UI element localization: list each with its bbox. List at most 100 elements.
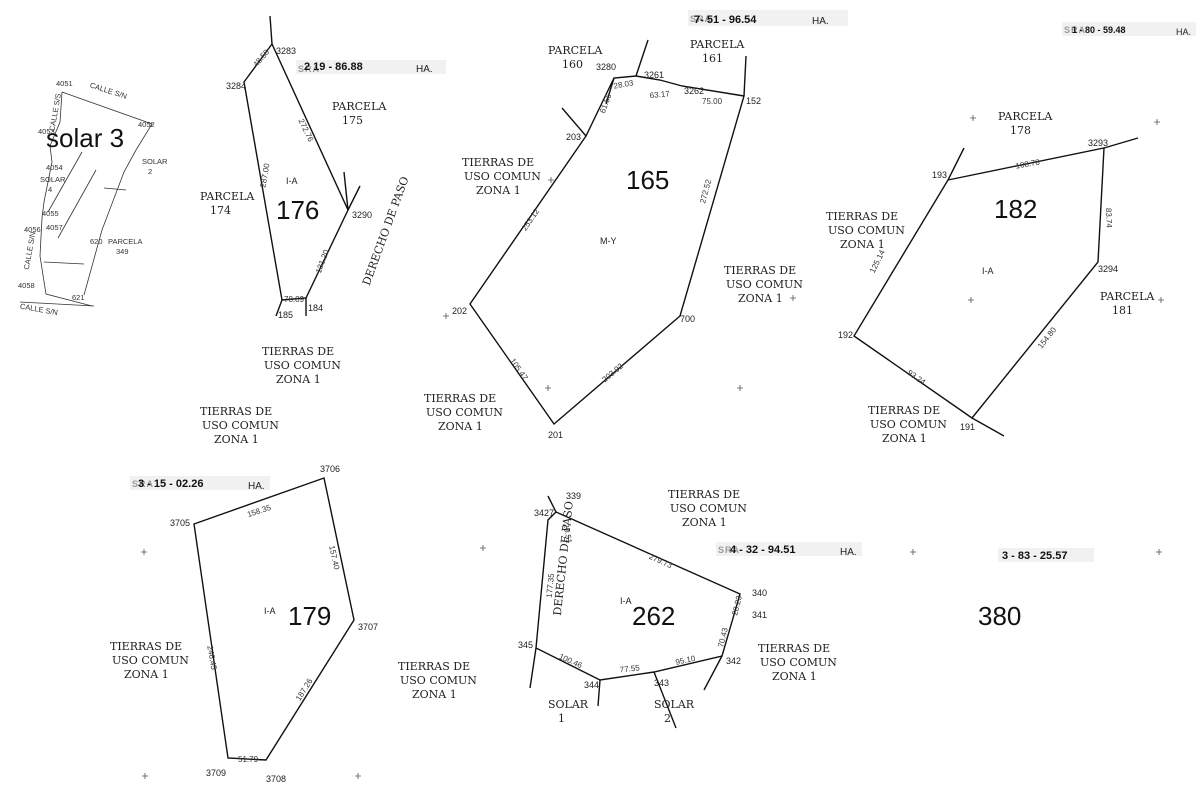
vertex-344: 344 <box>584 680 599 690</box>
tierras-uso-comun-f: TIERRAS DE USO COMUN ZONA 1 <box>826 210 905 251</box>
tierras-line-3: ZONA 1 <box>438 420 483 433</box>
solar-4-label: SOLAR <box>40 175 66 184</box>
tierras-line-2: USO COMUN <box>202 419 279 432</box>
edge-length: 75.00 <box>702 97 723 106</box>
vertex-3261: 3261 <box>644 70 664 80</box>
tierras-uso-comun-b: TIERRAS DE USO COMUN ZONA 1 <box>200 405 279 446</box>
parcela-181-number: 181 <box>1112 304 1133 317</box>
vertex-3262: 3262 <box>684 86 704 96</box>
right-of-way-label: DERECHO DE PASO <box>360 175 412 287</box>
vertex-3707: 3707 <box>358 622 378 632</box>
vertex-3705: 3705 <box>170 518 190 528</box>
right-of-way-label: DERECHO DE PASO <box>551 500 576 616</box>
tierras-line-1: TIERRAS DE <box>724 264 796 277</box>
street-label-top: CALLE S/N <box>89 80 128 100</box>
vertex-3708: 3708 <box>266 774 286 784</box>
vertex-345: 345 <box>518 640 533 650</box>
edge-length: 279.73 <box>648 552 675 570</box>
plot-number: 176 <box>276 195 319 225</box>
parcela-160-label: PARCELA <box>548 44 603 57</box>
parcela-178-number: 178 <box>1010 124 1031 137</box>
edge-length: 95.10 <box>675 654 697 667</box>
tierras-line-3: ZONA 1 <box>124 668 169 681</box>
tierras-line-3: ZONA 1 <box>682 516 727 529</box>
vertex-192: 192 <box>838 330 853 340</box>
vertex-201: 201 <box>548 430 563 440</box>
solar-2-label: SOLAR <box>142 157 168 166</box>
area-stamp: SRA 2 19 - 86.88 HA. <box>296 60 446 75</box>
tierras-line-1: TIERRAS DE <box>424 392 496 405</box>
area-stamp: SRA 4 - 32 - 94.51 HA. <box>716 542 862 558</box>
edge-length: 177.35 <box>545 572 557 598</box>
tierras-uso-comun-i: TIERRAS DE USO COMUN ZONA 1 <box>398 660 477 701</box>
solar-3-sketch: CALLE S/S CALLE S/N CALLE S/N CALLE S/N … <box>18 79 168 317</box>
edge-length: 100.46 <box>558 652 585 670</box>
stamp-watermark: SRA <box>690 14 712 24</box>
vertex-4054: 4054 <box>46 163 63 172</box>
area-unit: HA. <box>812 16 829 27</box>
plot-area: 2 19 - 86.88 <box>304 61 363 73</box>
tierras-line-2: USO COMUN <box>726 278 803 291</box>
area-stamp: 3 - 83 - 25.57 <box>998 548 1094 562</box>
vertex-3280: 3280 <box>596 62 616 72</box>
survey-marks <box>141 115 1164 779</box>
parcela-349-label: PARCELA <box>108 237 142 246</box>
tierras-line-2: USO COMUN <box>760 656 837 669</box>
edge-length: 246.45 <box>205 645 218 671</box>
parcela-161-label: PARCELA <box>690 38 745 51</box>
tierras-line-3: ZONA 1 <box>882 432 927 445</box>
vertex-3283: 3283 <box>276 46 296 56</box>
tierras-uso-comun-a: TIERRAS DE USO COMUN ZONA 1 <box>262 345 341 386</box>
area-unit: HA. <box>416 64 433 75</box>
tierras-line-2: USO COMUN <box>670 502 747 515</box>
plot-zone: I-A <box>264 606 276 616</box>
vertex-621: 621 <box>72 293 85 302</box>
tierras-line-3: ZONA 1 <box>276 373 321 386</box>
vertex-3709: 3709 <box>206 768 226 778</box>
plot-area: 3 - 83 - 25.57 <box>1002 550 1067 562</box>
solar-1-number: 1 <box>558 712 565 725</box>
tierras-line-1: TIERRAS DE <box>110 640 182 653</box>
tierras-line-1: TIERRAS DE <box>758 642 830 655</box>
plot-165: 3280 203 3261 3262 152 700 201 202 28.03… <box>452 10 848 440</box>
plot-380: 3 - 83 - 25.57 380 <box>978 548 1094 631</box>
tierras-uso-comun-k: TIERRAS DE USO COMUN ZONA 1 <box>758 642 837 683</box>
tierras-uso-comun-h: TIERRAS DE USO COMUN ZONA 1 <box>110 640 189 681</box>
vertex-339: 339 <box>566 491 581 501</box>
vertex-620: 620 <box>90 237 103 246</box>
vertex-342: 342 <box>726 656 741 666</box>
vertex-4052: 4052 <box>138 120 155 129</box>
parcela-181-label: PARCELA <box>1100 290 1155 303</box>
plot-number: 179 <box>288 601 331 631</box>
vertex-203: 203 <box>566 132 581 142</box>
stamp-watermark: SRA <box>718 545 740 555</box>
vertex-185: 185 <box>278 310 293 320</box>
tierras-uso-comun-g: TIERRAS DE USO COMUN ZONA 1 <box>868 404 947 445</box>
edge-length: 108.78 <box>1015 157 1041 170</box>
edge-length: 51.79 <box>238 755 259 764</box>
edge-length: 83.74 <box>1104 208 1114 229</box>
parcela-175-label: PARCELA <box>332 100 387 113</box>
vertex-202: 202 <box>452 306 467 316</box>
area-unit: HA. <box>248 481 265 492</box>
edge-length: 20.23 <box>730 594 744 616</box>
parcela-349-number: 349 <box>116 247 129 256</box>
plot-area: 7- 51 - 96.54 <box>694 14 757 26</box>
tierras-line-3: ZONA 1 <box>772 670 817 683</box>
edge-length: 253.12 <box>520 207 541 233</box>
solar-4-number: 4 <box>48 185 52 194</box>
edge-length: 287.00 <box>258 162 271 188</box>
parcela-174-label: PARCELA <box>200 190 255 203</box>
edge-length: 105.47 <box>508 357 530 383</box>
vertex-3294: 3294 <box>1098 264 1118 274</box>
parcela-178-label: PARCELA <box>998 110 1053 123</box>
vertex-4051: 4051 <box>56 79 73 88</box>
edge-length: 20.51 <box>561 523 573 545</box>
plot-182: 193 3293 3294 191 192 108.78 83.74 154.8… <box>838 22 1196 437</box>
vertex-700: 700 <box>680 314 695 324</box>
vertex-152: 152 <box>746 96 761 106</box>
edge-length: 125.14 <box>868 248 887 274</box>
street-label-side: CALLE S/N <box>22 231 38 270</box>
tierras-line-1: TIERRAS DE <box>668 488 740 501</box>
solar-3-number: solar 3 <box>46 123 124 153</box>
